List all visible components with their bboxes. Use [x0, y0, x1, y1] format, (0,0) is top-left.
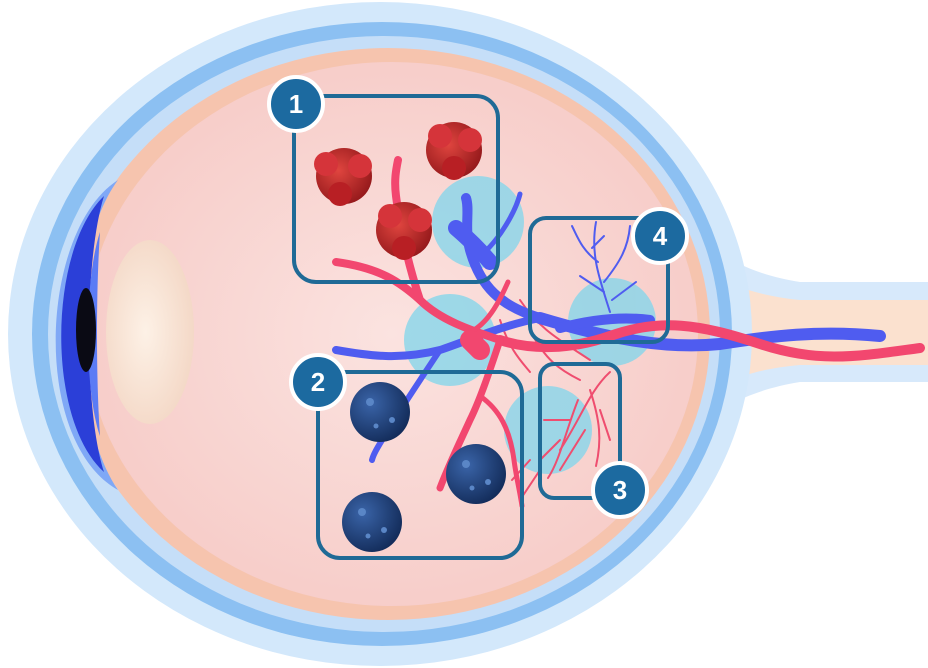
callout-box-1	[292, 94, 500, 284]
hemorrhage	[426, 122, 482, 180]
hemorrhage	[314, 148, 372, 206]
callout-boxes	[292, 94, 670, 560]
callout-badge-4: 4	[631, 207, 689, 265]
callout-box-3	[538, 362, 622, 500]
dark-spot	[350, 382, 410, 442]
callout-number-4: 4	[653, 221, 668, 251]
hemorrhage	[376, 202, 432, 260]
fine-blue-vessels	[571, 221, 637, 313]
pupil	[76, 288, 96, 372]
callout-badge-2: 2	[289, 353, 347, 411]
callout-number-3: 3	[613, 475, 627, 505]
hemorrhages	[314, 122, 482, 260]
arteries	[332, 156, 925, 509]
callout-badge-3: 3	[591, 461, 649, 519]
callout-box-2	[316, 370, 524, 560]
callout-box-4	[528, 216, 670, 344]
dark-spots	[342, 382, 506, 552]
callout-number-2: 2	[311, 367, 325, 397]
callout-number-1: 1	[289, 89, 303, 119]
dark-spot	[342, 492, 402, 552]
dark-spot	[446, 444, 506, 504]
veins	[332, 191, 886, 463]
callout-badge-1: 1	[267, 75, 325, 133]
lens	[106, 240, 194, 424]
